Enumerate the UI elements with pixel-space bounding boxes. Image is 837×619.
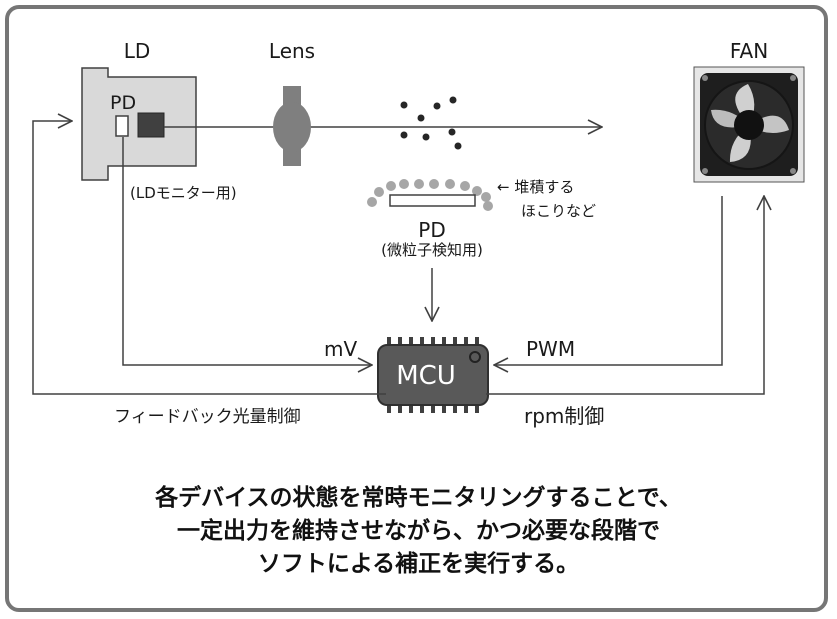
- pd-monitor-label: PD: [110, 92, 137, 114]
- pwm-line: [494, 196, 723, 365]
- rpm-line: [486, 196, 764, 395]
- rpm-label: rpm制御: [524, 404, 605, 428]
- lens-label: Lens: [268, 39, 316, 63]
- summary-text: 各デバイスの状態を常時モニタリングすることで、 一定出力を維持させながら、かつ必…: [0, 482, 837, 581]
- mcu-label: MCU: [396, 361, 456, 391]
- summary-line-2: 一定出力を維持させながら、かつ必要な段階で: [177, 518, 660, 544]
- mv-label: mV: [324, 337, 358, 361]
- pd-monitor-line: [122, 137, 372, 365]
- ld-monitor-note: (LDモニター用): [130, 184, 237, 202]
- ld-emitter-chip: [137, 112, 165, 138]
- lens-icon: [273, 86, 311, 166]
- pd-sensor-note: (微粒子検知用): [381, 241, 483, 259]
- dust-note-line2: ほこりなど: [521, 202, 597, 220]
- pd-sensor-label: PD: [418, 218, 446, 242]
- feedback-line: [32, 121, 386, 395]
- fan-icon: [693, 66, 805, 183]
- summary-line-1: 各デバイスの状態を常時モニタリングすることで、: [155, 485, 682, 511]
- dust-note-line1: ← 堆積する: [497, 178, 575, 196]
- mcu-chip: [377, 337, 489, 413]
- pd-particle-sensor: [389, 194, 476, 207]
- fan-label: FAN: [729, 39, 769, 63]
- summary-line-3: ソフトによる補正を実行する。: [257, 551, 580, 577]
- feedback-label: フィードバック光量制御: [114, 407, 301, 427]
- particles-icon: [400, 96, 462, 150]
- pd-monitor-element: [115, 115, 129, 137]
- dust-deposit-icon: [367, 179, 493, 211]
- ld-label: LD: [123, 39, 151, 63]
- diagram-frame: [5, 5, 828, 612]
- pwm-label: PWM: [526, 337, 576, 361]
